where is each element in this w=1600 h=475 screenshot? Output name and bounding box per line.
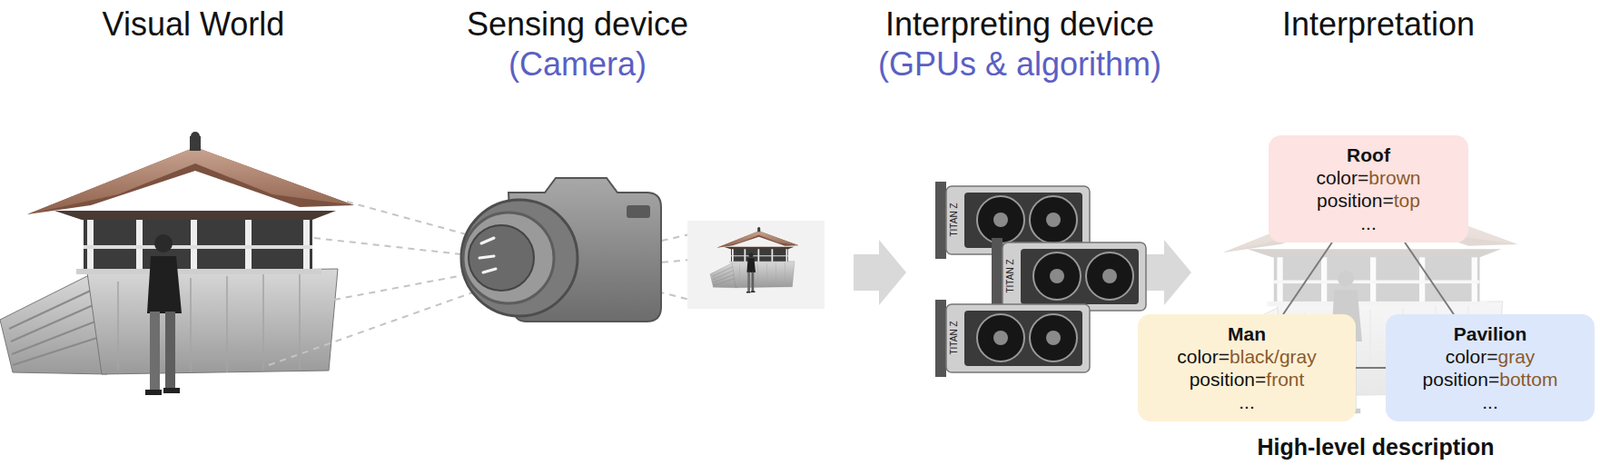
attribute-line: color=gray — [1396, 345, 1584, 368]
attribute-line: position=front — [1148, 367, 1345, 391]
attribute-value: black/gray — [1229, 345, 1317, 367]
art-circle — [463, 212, 554, 304]
man-figure — [145, 234, 182, 396]
attribute-line: color=black/gray — [1148, 345, 1345, 368]
stage-subheading: (Camera) — [508, 45, 647, 83]
connector-line — [1355, 366, 1386, 369]
gpu-model: TITAN Z — [949, 320, 959, 355]
box-title: Man — [1148, 322, 1345, 346]
art-line — [346, 201, 480, 238]
art-use — [746, 252, 756, 293]
box-title: Roof — [1279, 143, 1458, 167]
attribute-value: front — [1265, 368, 1304, 390]
attribute-key: color= — [1445, 345, 1499, 367]
art-circle — [461, 199, 578, 317]
flow-arrow — [853, 239, 907, 306]
stage-heading: Interpreting device — [885, 5, 1155, 43]
art-rect — [626, 205, 651, 218]
stage-heading: Visual World — [102, 5, 286, 43]
attribute-value: brown — [1368, 167, 1421, 188]
art-rect — [687, 220, 825, 309]
gpu-model: TITAN Z — [949, 202, 959, 237]
attribute-line: ... — [1279, 211, 1458, 235]
captured-image — [687, 220, 825, 309]
attribute-key: position= — [1422, 368, 1501, 390]
attribute-box: Roofcolor=brownposition=top... — [1268, 135, 1469, 243]
attribute-value: bottom — [1499, 368, 1558, 390]
camera-icon — [461, 177, 662, 322]
attribute-value: gray — [1497, 345, 1535, 367]
attribute-key: position= — [1189, 368, 1267, 390]
attribute-key: color= — [1176, 345, 1230, 367]
connector-line — [1404, 242, 1454, 315]
art-use — [710, 227, 800, 288]
attribute-line: position=top — [1279, 188, 1458, 212]
art-circle — [468, 225, 534, 291]
gpu-card — [935, 299, 1090, 377]
art-line — [314, 237, 478, 257]
stage-heading: Sensing device — [466, 5, 689, 43]
stage-subheading: (GPUs & algorithm) — [878, 45, 1162, 83]
attribute-line: ... — [1148, 390, 1345, 414]
connector-line — [1283, 242, 1333, 315]
attribute-line: position=bottom — [1396, 367, 1584, 391]
caption-label: High-level description — [1256, 434, 1494, 461]
sight-lines — [268, 201, 745, 366]
gpu-model: TITAN Z — [1006, 258, 1016, 293]
attribute-line: ... — [1396, 390, 1584, 414]
attribute-box: Mancolor=black/grayposition=front... — [1137, 314, 1356, 422]
pavilion-drawing — [0, 131, 355, 375]
attribute-box: Pavilioncolor=grayposition=bottom... — [1385, 314, 1595, 422]
art-path — [479, 237, 496, 273]
art-g — [710, 227, 800, 294]
attribute-value: top — [1393, 189, 1421, 211]
art-line — [334, 272, 478, 300]
attribute-key: position= — [1316, 189, 1394, 211]
box-title: Pavilion — [1396, 322, 1584, 346]
stage-heading: Interpretation — [1282, 5, 1475, 43]
attribute-key: color= — [1316, 167, 1370, 188]
attribute-line: color=brown — [1279, 166, 1458, 189]
art-line — [268, 288, 484, 366]
